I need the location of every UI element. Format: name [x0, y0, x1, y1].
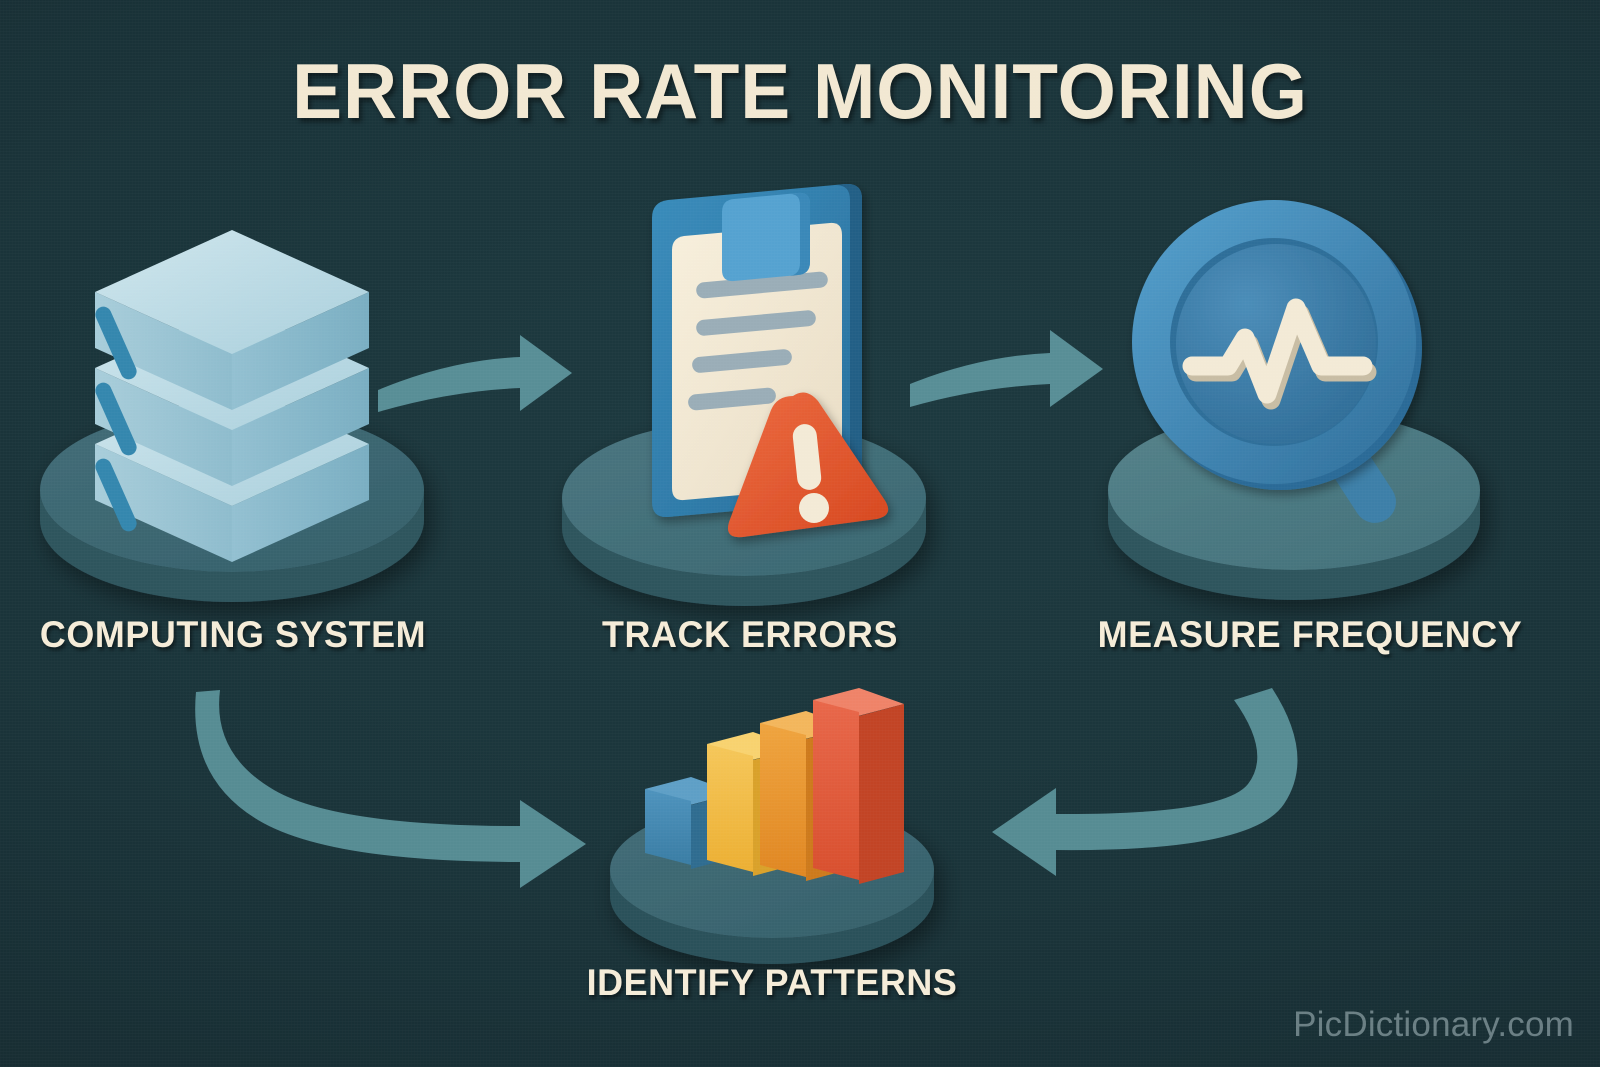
step-label-track-errors: TRACK ERRORS: [601, 614, 899, 655]
pulse-waveform-icon: [1182, 298, 1377, 410]
arrow-system-to-track: [378, 335, 572, 412]
watermark: PicDictionary.com: [1293, 1005, 1574, 1044]
step-label-computing-system: COMPUTING SYSTEM: [39, 614, 427, 655]
step-label-identify-patterns: IDENTIFY PATTERNS: [586, 962, 958, 1003]
arrow-measure-to-identify: [992, 688, 1298, 876]
magnifier-pulse-icon: [1108, 200, 1480, 600]
arrow-system-to-identify: [195, 690, 586, 888]
server-unit-top: [95, 230, 369, 410]
clipboard-clip: [722, 192, 810, 282]
bar-4: [813, 688, 904, 884]
server-stack-icon: [40, 230, 424, 602]
exclamation-mark: [792, 424, 829, 523]
warning-triangle-icon: [727, 392, 889, 538]
step-label-measure-frequency: MEASURE FREQUENCY: [1097, 614, 1523, 655]
clipboard-text-lines: [688, 271, 828, 411]
magnifier-ring: [1132, 200, 1422, 490]
arrow-track-to-measure: [910, 330, 1103, 407]
bar-chart-icon: [610, 688, 934, 964]
page-title: ERROR RATE MONITORING: [292, 47, 1308, 135]
clipboard-warning-icon: [562, 183, 926, 606]
